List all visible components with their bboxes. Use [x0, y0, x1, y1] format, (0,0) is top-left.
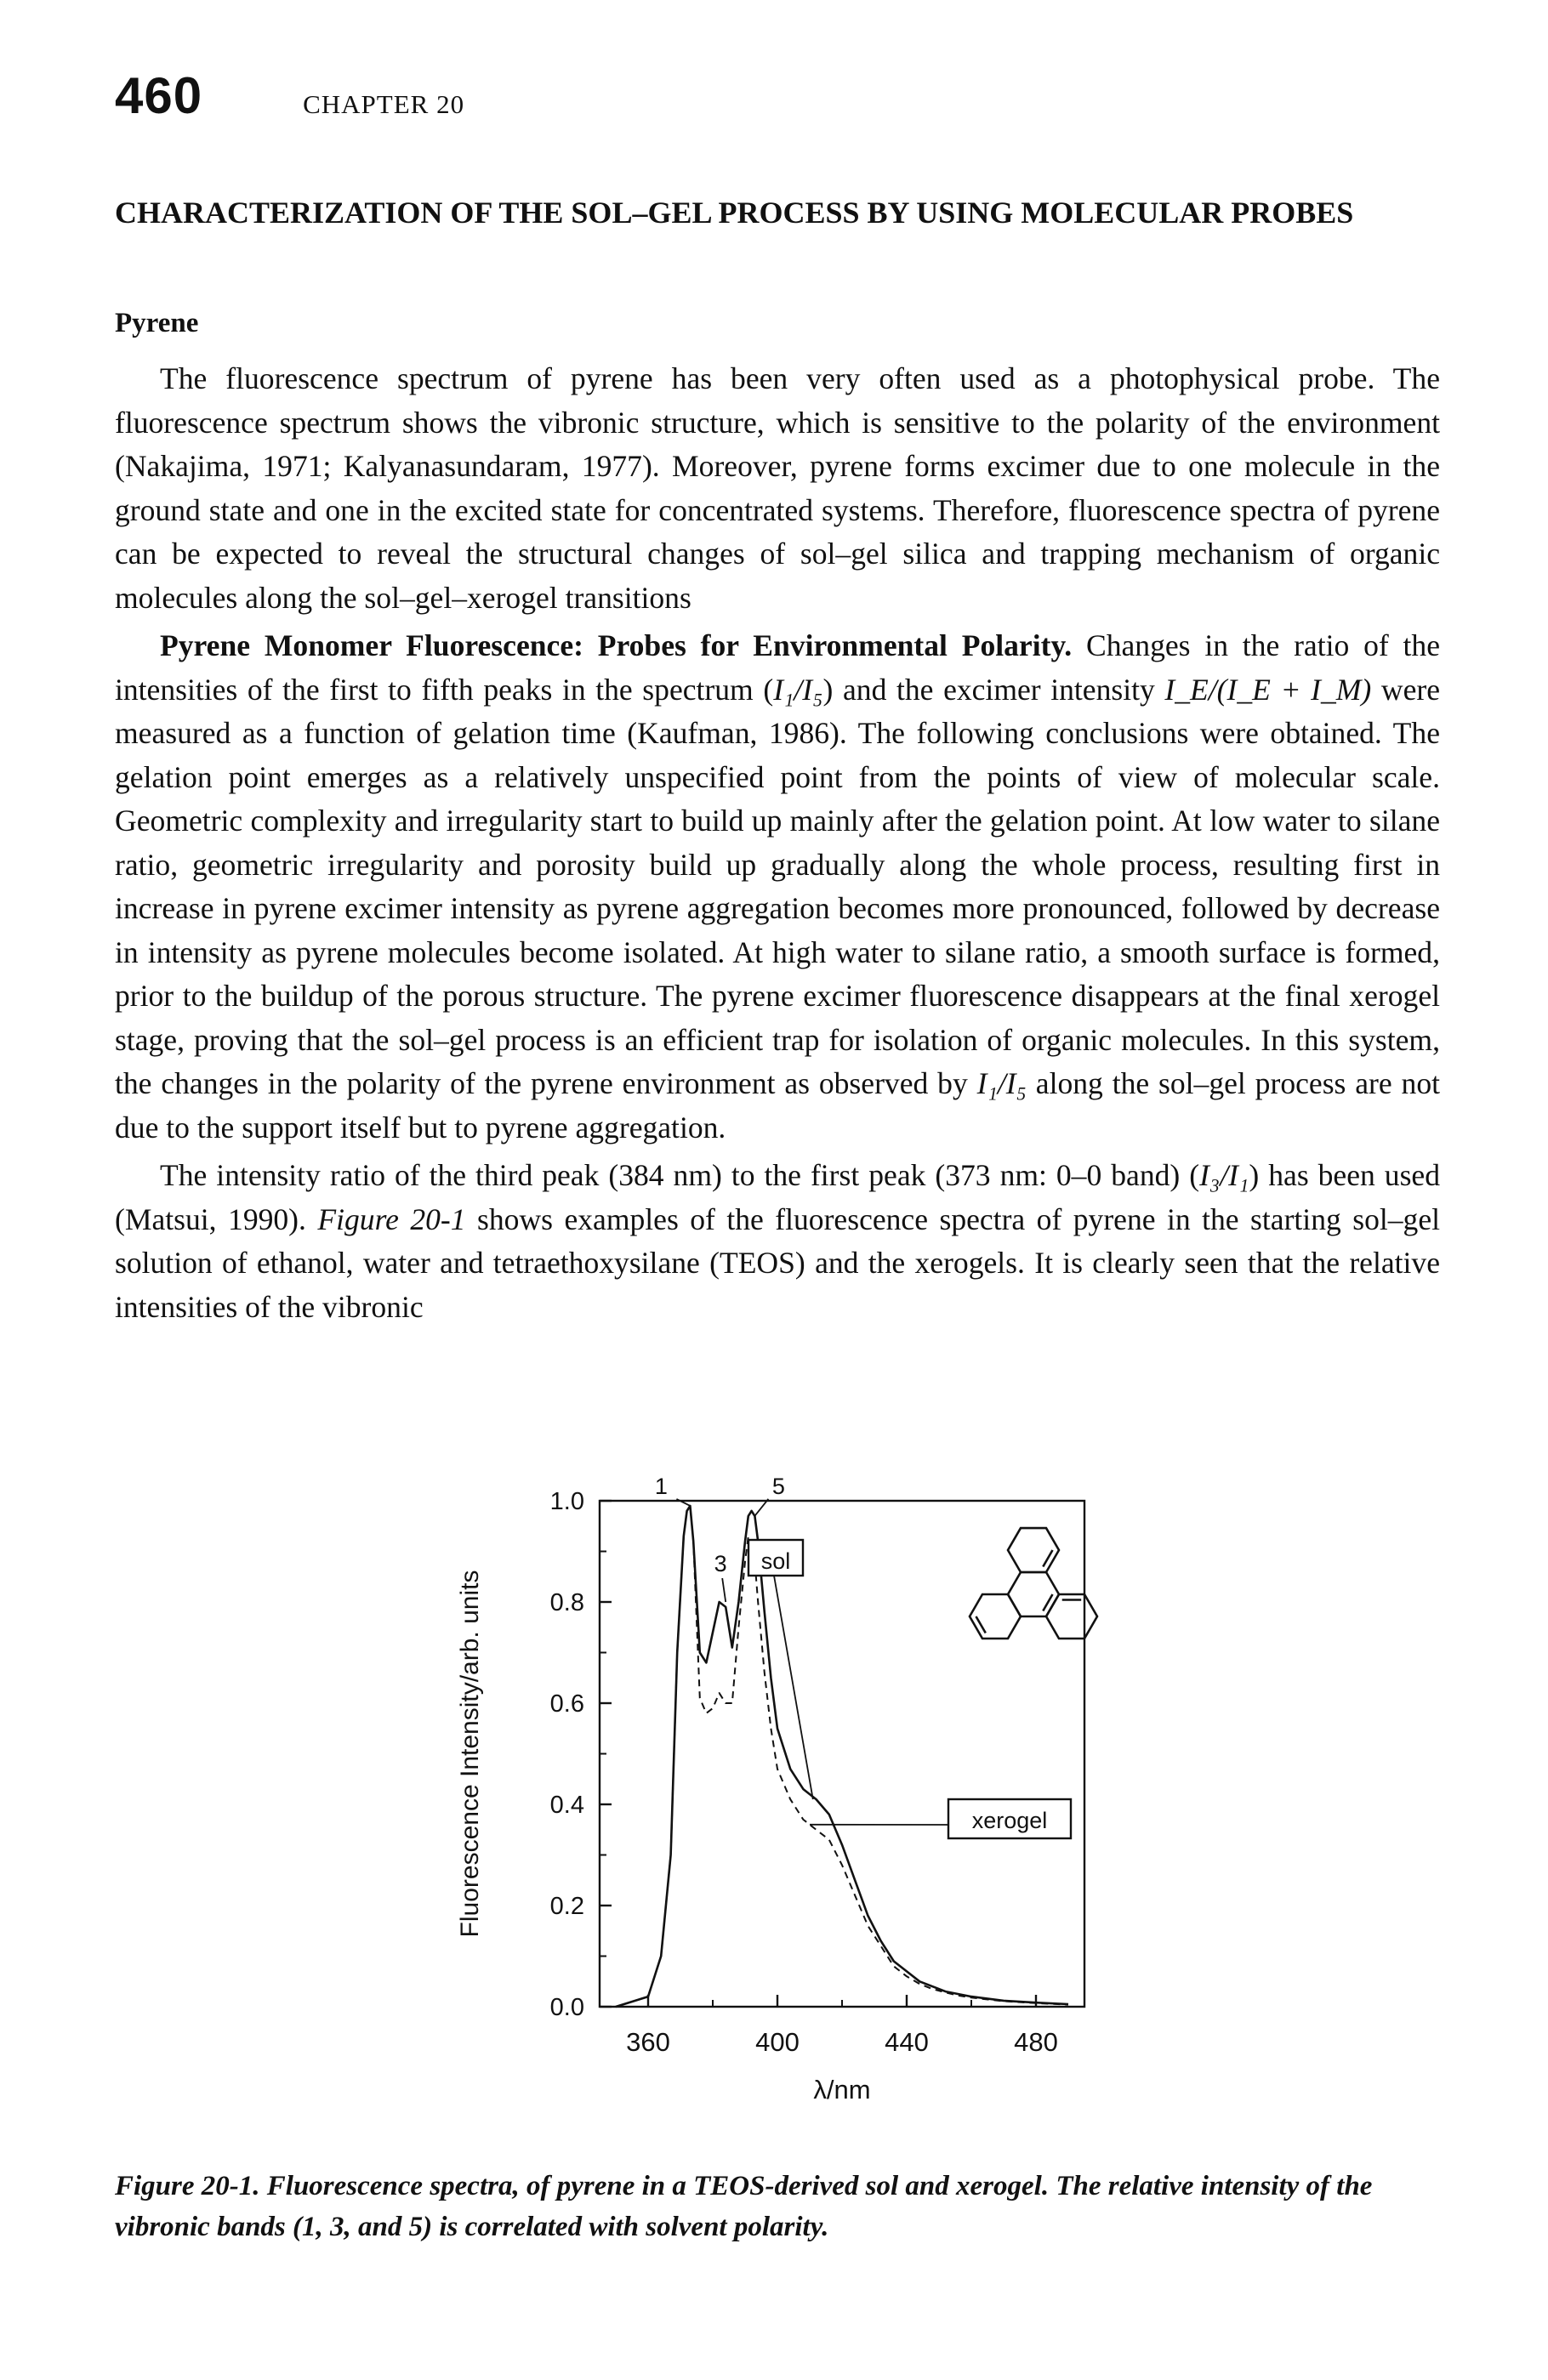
paragraph-2-text-a: Changes in the ratio of the intensities …: [115, 628, 1440, 707]
paragraph-3: The intensity ratio of the third peak (3…: [115, 1154, 1440, 1329]
pyrene-structure: [968, 1526, 1099, 1640]
paragraph-2-text-d: along the sol–gel process are not due to…: [115, 1066, 1441, 1145]
y-tick-label: 1.0: [550, 1488, 584, 1515]
pyrene-double-bond: [1042, 1593, 1054, 1612]
peak-label: 5: [772, 1475, 785, 1499]
peak-label: 1: [655, 1475, 668, 1499]
figure-reference: Figure 20-1: [317, 1201, 466, 1236]
paragraph-3-text-b: ) has been used (Matsui, 1990).: [115, 1158, 1440, 1236]
chapter-label: CHAPTER 20: [303, 89, 465, 119]
xerogel-label: xerogel: [972, 1808, 1048, 1833]
y-axis-label: Fluorescence Intensity/arb. units: [456, 1571, 484, 1938]
paragraph-2: Pyrene Monomer Fluorescence: Probes for …: [115, 624, 1440, 1150]
x-tick-label: 480: [1014, 2027, 1058, 2057]
x-tick-label: 360: [626, 2027, 670, 2057]
peak-label: 3: [714, 1551, 727, 1576]
pyrene-ring: [1006, 1571, 1061, 1618]
y-tick-label: 0.6: [550, 1690, 584, 1718]
y-tick-label: 0.0: [550, 1994, 584, 2021]
xerogel-label-box: [947, 1798, 1073, 1840]
annotation-layer: 1 3 5 sol xerogel: [655, 1475, 1073, 1840]
paragraph-2-text-c: were measured as a function of gelation …: [115, 672, 1441, 1101]
run-in-heading: Pyrene Monomer Fluorescence: Probes for …: [160, 628, 1073, 662]
caption-label: Figure 20-1.: [115, 2171, 260, 2201]
figure-20-1: 0.0 0.2 0.4 0.6 0.8 1.0 360 400 440 480 λ/nm Fluore…: [408, 1475, 1140, 2173]
plot-frame: [598, 1499, 1086, 2008]
section-heading: CHARACTERIZATION OF THE SOL–GEL PROCESS …: [115, 196, 1354, 230]
pyrene-double-bond: [975, 1616, 987, 1634]
y-tick-label: 0.2: [550, 1893, 584, 1920]
paragraph-3-text-c: shows examples of the fluorescence spect…: [115, 1201, 1441, 1324]
x-tick-label: 400: [755, 2027, 800, 2057]
sol-label: sol: [761, 1548, 791, 1574]
excimer-ratio: I_E/(I_E + I_M): [1164, 672, 1372, 707]
series-layer: [615, 1504, 1069, 2008]
peak-label-leader: [721, 1577, 727, 1603]
body-text: The fluorescence spectrum of pyrene has …: [115, 357, 1440, 1329]
paragraph-3-text-a: The intensity ratio of the third peak (3…: [160, 1158, 1200, 1192]
ratio-i1-i5: I₁/I₅: [773, 672, 823, 707]
sol-leader: [773, 1575, 814, 1800]
y-tick-label: 0.8: [550, 1589, 584, 1616]
ratio-i3-i1: I₃/I₁: [1199, 1158, 1249, 1192]
page-number: 460: [115, 67, 203, 124]
ratio-i1-i5-second: I₁/I₅: [976, 1066, 1027, 1100]
peak-label-leader: [675, 1498, 691, 1507]
figure-caption: Figure 20-1. Fluorescence spectra, of py…: [115, 2166, 1442, 2247]
axes-layer: 0.0 0.2 0.4 0.6 0.8 1.0 360 400 440 480 λ/nm Fluore…: [456, 1488, 1086, 2105]
pyrene-double-bond: [1042, 1549, 1054, 1568]
subsection-heading: Pyrene: [115, 308, 199, 338]
x-tick-label: 440: [885, 2027, 929, 2057]
x-axis-label: λ/nm: [813, 2075, 870, 2105]
caption-text: Fluorescence spectra, of pyrene in a TEO…: [115, 2171, 1373, 2242]
paragraph-1: The fluorescence spectrum of pyrene has …: [115, 361, 1440, 615]
peak-label-leader: [754, 1498, 770, 1517]
series-xerogel: [615, 1505, 1069, 2008]
y-tick-label: 0.4: [550, 1792, 584, 1819]
sol-label-box: [747, 1538, 805, 1577]
fluorescence-chart: 0.0 0.2 0.4 0.6 0.8 1.0 360 400 440 480 λ/nm Fluore…: [456, 1475, 1099, 2105]
paragraph-2-text-b: ) and the excimer intensity: [822, 672, 1165, 707]
series-sol: [615, 1504, 1069, 2008]
page-header: 460 CHAPTER 20: [115, 66, 464, 125]
